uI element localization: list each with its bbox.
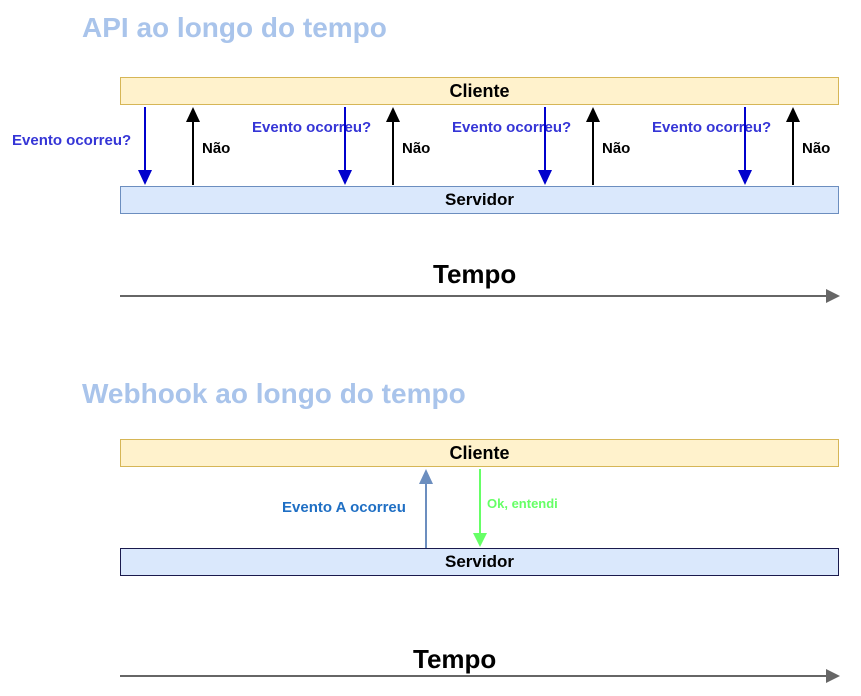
webhook-ack-arrow: [473, 469, 487, 547]
api-cliente-label: Cliente: [449, 80, 510, 101]
api-response-arrow-2: [386, 107, 400, 185]
api-resposta-label-2: Não: [402, 140, 431, 157]
webhook-title: Webhook ao longo do tempo: [82, 378, 466, 409]
api-resposta-label-3: Não: [602, 140, 631, 157]
api-request-arrow-4: [738, 107, 752, 185]
api-tempo-label: Tempo: [433, 259, 517, 289]
api-resposta-label-4: Não: [802, 140, 831, 157]
api-resposta-label-1: Não: [202, 140, 231, 157]
api-servidor-box: Servidor: [120, 186, 839, 214]
api-timeline-arrow: [120, 289, 840, 303]
webhook-evento-label: Evento A ocorreu: [282, 499, 406, 516]
api-pergunta-label-3: Evento ocorreu?: [452, 119, 572, 136]
api-request-arrow-2: [338, 107, 352, 185]
webhook-event-arrow: [419, 469, 433, 548]
webhook-timeline-arrow: [120, 669, 840, 683]
api-response-arrow-4: [786, 107, 800, 185]
api-request-arrow-3: [538, 107, 552, 185]
api-pergunta-label-1: Evento ocorreu?: [12, 132, 132, 149]
webhook-ok-label: Ok, entendi: [487, 496, 558, 511]
api-response-arrow-3: [586, 107, 600, 185]
api-title: API ao longo do tempo: [82, 12, 387, 43]
api-cliente-box: Cliente: [120, 77, 839, 105]
api-servidor-label: Servidor: [445, 190, 514, 209]
webhook-cliente-box: Cliente: [120, 439, 839, 467]
api-response-arrow-1: [186, 107, 200, 185]
api-pergunta-label-2: Evento ocorreu?: [252, 119, 372, 136]
api-request-arrow-1: [138, 107, 152, 185]
webhook-servidor-label: Servidor: [445, 552, 514, 571]
webhook-tempo-label: Tempo: [413, 644, 497, 674]
webhook-servidor-box: Servidor: [120, 548, 839, 576]
api-pergunta-label-4: Evento ocorreu?: [652, 119, 772, 136]
webhook-cliente-label: Cliente: [449, 442, 510, 463]
